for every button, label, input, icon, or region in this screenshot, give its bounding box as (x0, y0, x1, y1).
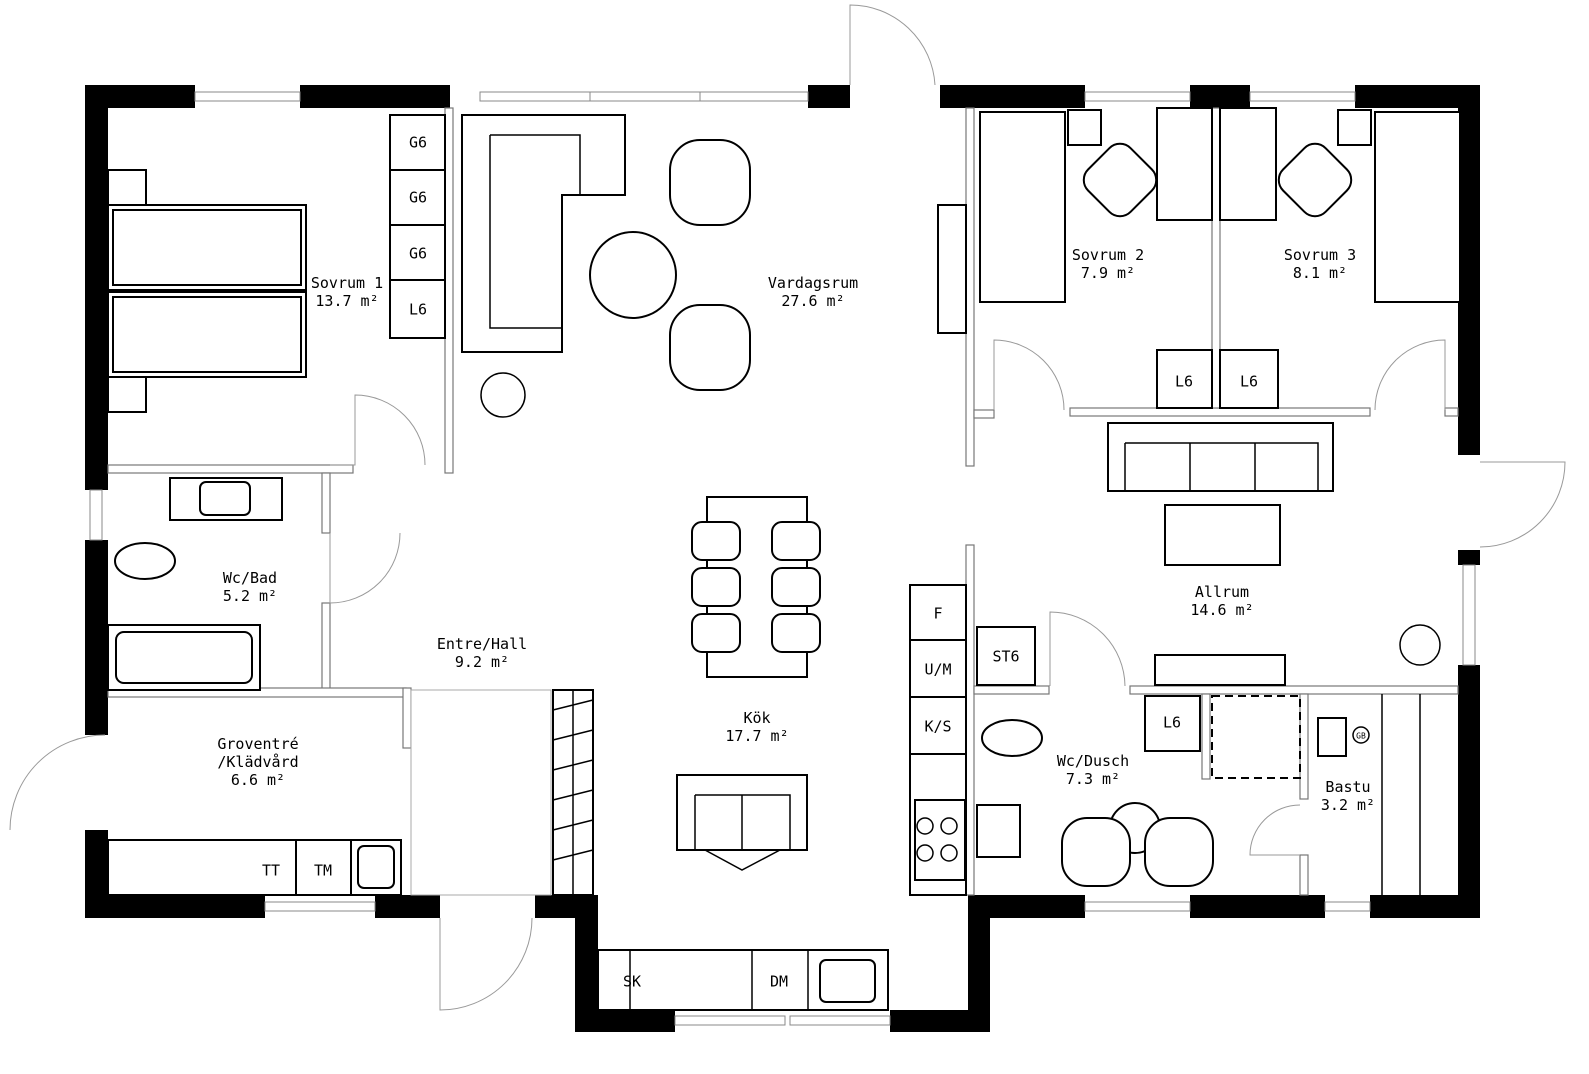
sauna-heater-gb: GB (1356, 732, 1366, 741)
room-area-wc-bad: 5.2 m² (223, 587, 277, 605)
wardrobe-g6-1: G6 (409, 134, 427, 152)
cabinet-sk: SK (623, 973, 641, 991)
room-name-sovrum-3: Sovrum 3 (1284, 246, 1356, 264)
oven-um: U/M (924, 661, 951, 679)
cabinet-st6: ST6 (992, 648, 1019, 666)
room-area-bastu: 3.2 m² (1321, 796, 1375, 814)
dryer-tt: TT (262, 862, 280, 880)
hall-tile-floor (410, 689, 552, 896)
exterior-walls (85, 85, 1480, 1032)
room-name-allrum: Allrum (1195, 583, 1249, 601)
room-name-wc-dusch: Wc/Dusch (1057, 752, 1129, 770)
room-name-sovrum-2: Sovrum 2 (1072, 246, 1144, 264)
room-area-wc-dusch: 7.3 m² (1066, 770, 1120, 788)
interior-walls (107, 107, 1459, 896)
room-area-allrum: 14.6 m² (1190, 601, 1253, 619)
fridge-f: F (933, 605, 942, 623)
room-area-sovrum-2: 7.9 m² (1081, 264, 1135, 282)
room-name-kok: Kök (743, 709, 770, 727)
fixture-labels: G6 G6 G6 L6 L6 L6 L6 ST6 F U/M K/S TT TM… (262, 134, 1366, 991)
wardrobe-g6-3: G6 (409, 245, 427, 263)
room-name-kladvard: /Klädvård (217, 753, 298, 771)
room-area-groventre: 6.6 m² (231, 771, 285, 789)
wardrobe-l6-4: L6 (1163, 714, 1181, 732)
dishwasher-dm: DM (770, 973, 788, 991)
wardrobe-l6-3: L6 (1240, 373, 1258, 391)
room-name-bastu: Bastu (1325, 778, 1370, 796)
room-area-vardagsrum: 27.6 m² (781, 292, 844, 310)
room-name-entre-hall: Entre/Hall (437, 635, 527, 653)
room-area-sovrum-1: 13.7 m² (315, 292, 378, 310)
room-name-groventre: Groventré (217, 735, 298, 753)
room-name-wc-bad: Wc/Bad (223, 569, 277, 587)
room-area-kok: 17.7 m² (725, 727, 788, 745)
fridge-freezer-ks: K/S (924, 718, 951, 736)
wardrobe-l6-2: L6 (1175, 373, 1193, 391)
room-name-vardagsrum: Vardagsrum (768, 274, 858, 292)
windows (89, 91, 1476, 1026)
room-labels: Sovrum 1 13.7 m² Vardagsrum 27.6 m² Sovr… (217, 246, 1375, 814)
shoe-rack (552, 689, 594, 896)
wardrobe-l6-1: L6 (409, 301, 427, 319)
furniture (107, 107, 1461, 1011)
washer-tm: TM (314, 862, 332, 880)
wardrobe-g6-2: G6 (409, 189, 427, 207)
room-area-sovrum-3: 8.1 m² (1293, 264, 1347, 282)
room-name-sovrum-1: Sovrum 1 (311, 274, 383, 292)
room-area-entre-hall: 9.2 m² (455, 653, 509, 671)
